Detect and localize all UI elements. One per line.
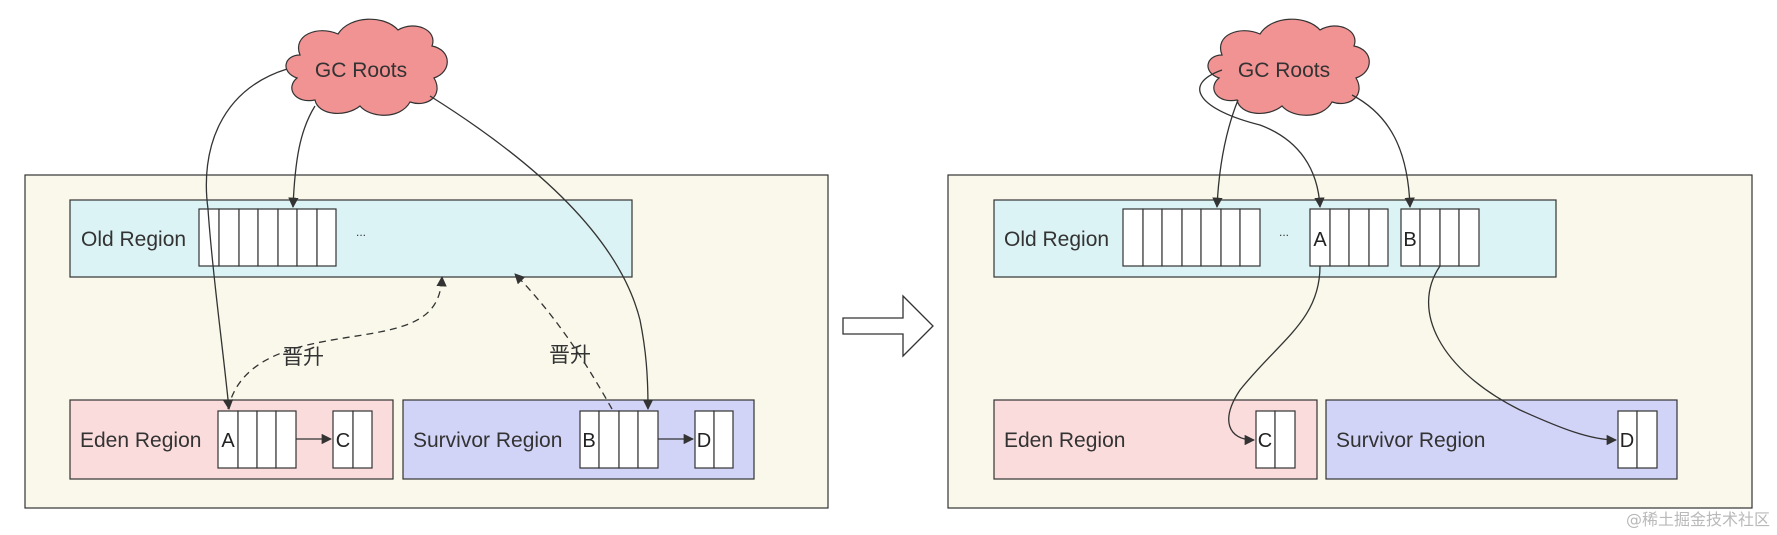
old-region-label: Old Region [1004, 228, 1109, 251]
object-a-label: A [1313, 229, 1327, 251]
gc-roots-cloud [285, 18, 448, 116]
eden-region-label: Eden Region [80, 429, 201, 452]
object-c-label: C [1258, 430, 1272, 452]
gc-roots-label: GC Roots [1238, 59, 1330, 82]
old-object-b [1400, 208, 1480, 267]
old-region-cells [1122, 208, 1261, 267]
survivor-object-d [694, 410, 734, 469]
ref-root-to-old-b [1351, 94, 1415, 209]
ref-root-to-old [288, 105, 316, 209]
ref-a-to-c [1228, 265, 1321, 446]
object-a-label: A [221, 430, 235, 452]
arrow-right-icon [842, 294, 934, 358]
right-panel: Old Region ... A B Eden Region [947, 18, 1753, 509]
old-region-label: Old Region [81, 228, 186, 251]
promote-label-1: 晋升 [282, 346, 324, 369]
survivor-region-label: Survivor Region [413, 429, 562, 452]
old-region-ellipsis: ... [1279, 225, 1289, 239]
left-panel: Old Region ... Eden Region A C S [24, 18, 829, 509]
old-object-a [1309, 208, 1389, 267]
ref-root-to-survivor-b [429, 95, 654, 411]
old-region-ellipsis: ... [356, 225, 366, 239]
ref-root-to-old [1212, 99, 1239, 209]
object-b-label: B [1403, 229, 1416, 251]
survivor-object-d [1617, 410, 1658, 469]
eden-object-c [332, 410, 373, 469]
object-d-label: D [1620, 430, 1634, 452]
object-c-label: C [336, 430, 350, 452]
gc-roots-label: GC Roots [315, 59, 407, 82]
object-d-label: D [697, 430, 711, 452]
ref-root-to-old-a [1199, 69, 1325, 209]
object-b-label: B [582, 430, 595, 452]
promote-label-2: 晋升 [549, 344, 591, 367]
watermark: @稀土掘金技术社区 [1626, 510, 1770, 529]
eden-object-a [217, 410, 297, 469]
old-region-cells [198, 208, 337, 267]
survivor-region-label: Survivor Region [1336, 429, 1485, 452]
ref-root-to-eden-a [205, 68, 288, 411]
ref-b-to-d [1427, 265, 1618, 446]
promote-survivor-to-old [514, 273, 613, 410]
eden-region-label: Eden Region [1004, 429, 1125, 452]
old-region [69, 199, 633, 278]
eden-object-c [1255, 410, 1296, 469]
